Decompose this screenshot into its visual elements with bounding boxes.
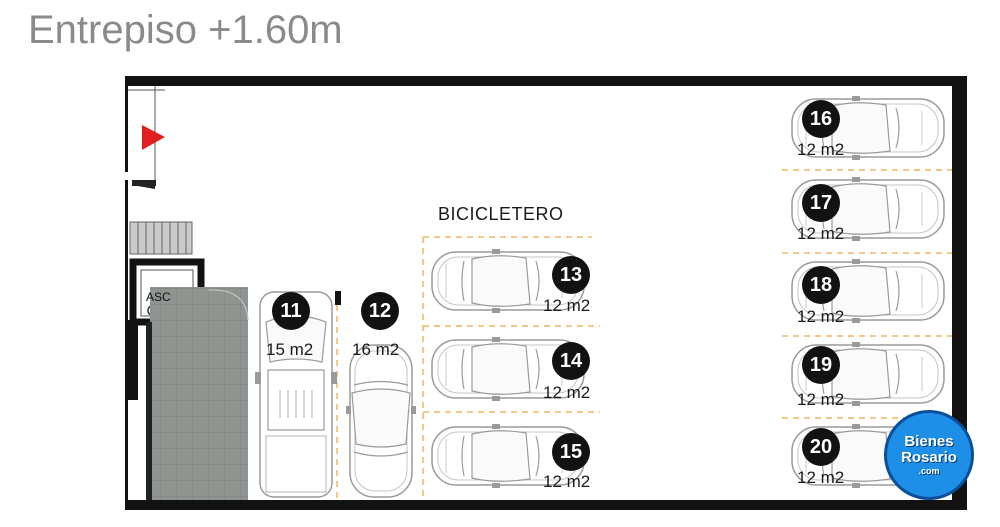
logo-line-3: .com	[918, 466, 940, 476]
space-number-14: 14	[552, 342, 590, 380]
space-area-15: 12 m2	[543, 472, 591, 491]
space-number-18: 18	[802, 266, 840, 304]
space-number-13: 13	[552, 256, 590, 294]
space-number-20: 20	[802, 428, 840, 466]
space-number-16: 16	[802, 100, 840, 138]
space-area-13: 12 m2	[543, 296, 591, 315]
bienes-rosario-logo[interactable]: Bienes Rosario .com	[884, 410, 974, 500]
space-area-14: 12 m2	[543, 383, 591, 402]
entry-arrow	[142, 125, 165, 150]
space-number-15: 15	[552, 433, 590, 471]
space-number-17: 17	[802, 184, 840, 222]
space-area-18: 12 m2	[797, 307, 845, 326]
logo-line-1: Bienes	[904, 433, 954, 450]
ramp-floor	[128, 287, 249, 500]
vehicle-11	[255, 291, 337, 498]
space-area-12: 16 m2	[352, 340, 400, 359]
stairs	[129, 221, 193, 255]
space-area-19: 12 m2	[797, 390, 845, 409]
exterior-walls	[125, 76, 967, 510]
space-area-11: 15 m2	[266, 340, 314, 359]
space-number-11: 11	[272, 292, 310, 330]
elevator-label: ASC	[146, 290, 171, 304]
space-number-12: 12	[361, 292, 399, 330]
space-number-19: 19	[802, 346, 840, 384]
space-area-17: 12 m2	[797, 224, 845, 243]
plan-title: Entrepiso +1.60m	[28, 8, 343, 52]
bicicletero-zone	[336, 236, 600, 500]
bicicletero-label: BICICLETERO	[438, 204, 564, 224]
vehicle-12	[346, 344, 416, 498]
space-area-20: 12 m2	[797, 468, 845, 487]
column	[335, 291, 341, 305]
space-area-16: 12 m2	[797, 140, 845, 159]
logo-line-2: Rosario	[901, 449, 957, 466]
